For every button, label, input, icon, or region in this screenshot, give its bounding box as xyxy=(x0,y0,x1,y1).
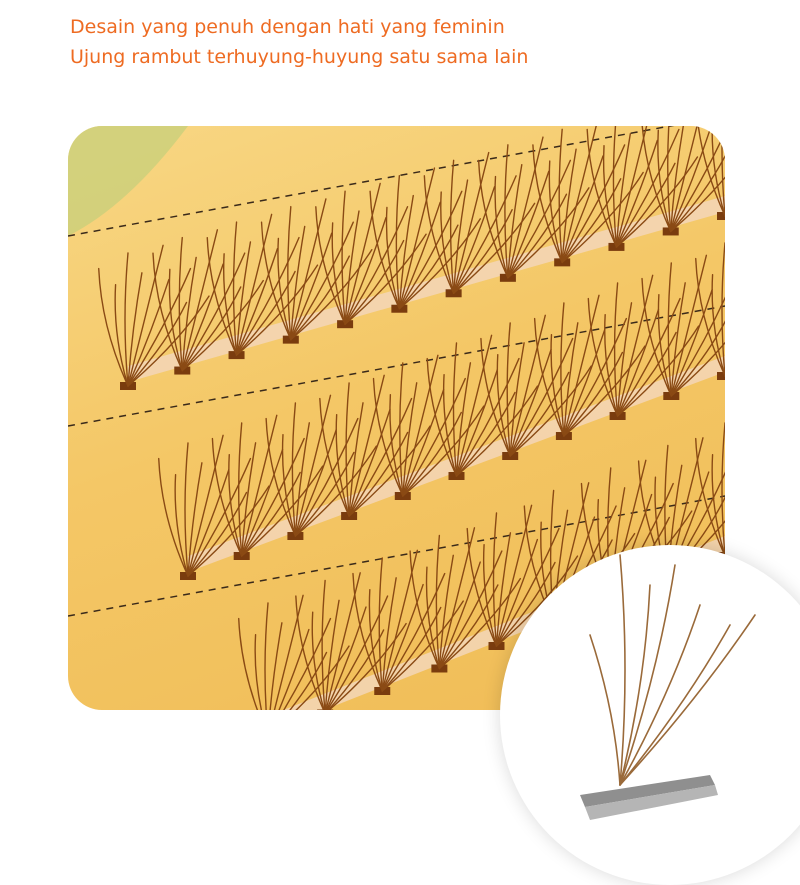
caption-line-1: Desain yang penuh dengan hati yang femin… xyxy=(70,16,505,38)
tweezers xyxy=(580,775,715,807)
caption-line-2: Ujung rambut terhuyung-huyung satu sama … xyxy=(70,46,529,68)
caption: Desain yang penuh dengan hati yang femin… xyxy=(70,12,528,72)
background-leaf xyxy=(68,126,188,236)
lash-clusters xyxy=(98,126,725,710)
lash-tray-illustration xyxy=(68,126,725,710)
lash-tray-photo xyxy=(68,126,725,710)
